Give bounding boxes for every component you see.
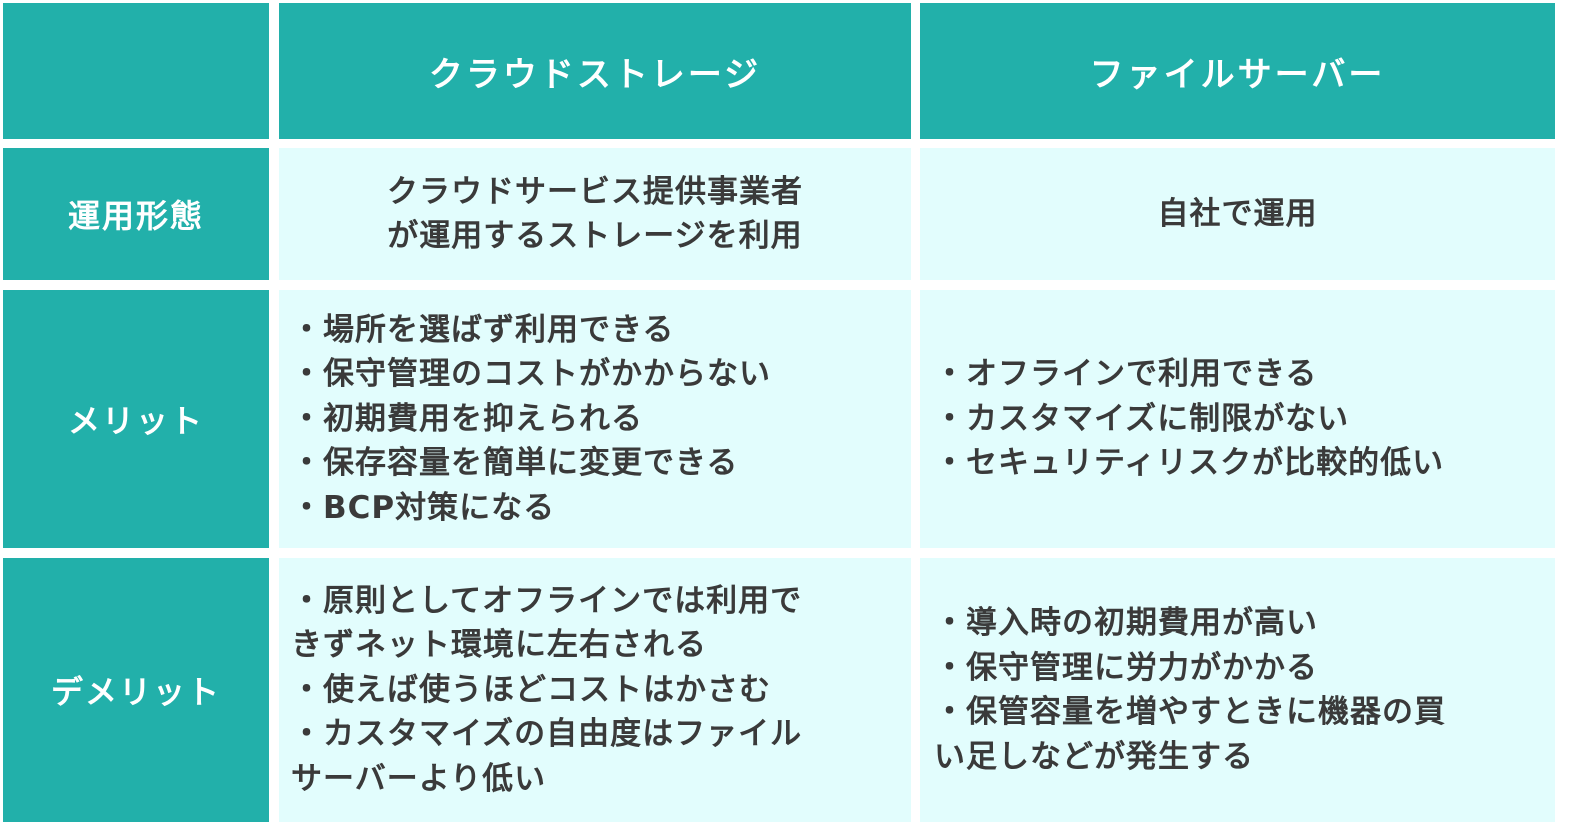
list-item: ・導入時の初期費用が高い	[934, 605, 1318, 641]
list-item: ・保管容量を増やすときに機器の買	[934, 694, 1446, 730]
header-file-server: ファイルサーバー	[920, 3, 1555, 139]
list-item: ・初期費用を抑えられる	[291, 400, 643, 437]
cell-line: 自社で運用	[1157, 196, 1318, 232]
list-item: ・セキュリティリスクが比較的低い	[934, 445, 1445, 482]
list-item: ・保守管理のコストがかからない	[291, 356, 771, 393]
list-item: ・保存容量を簡単に変更できる	[291, 445, 739, 482]
list-item: い足しなどが発生する	[934, 738, 1254, 775]
cell-operation-cloud: クラウドサービス提供事業者 が運用するストレージを利用	[279, 148, 911, 280]
list-item: ・オフラインで利用できる	[934, 356, 1318, 393]
row-label-text: メリット	[67, 402, 204, 440]
row-label-merits: メリット	[3, 290, 269, 548]
header-file-server-label: ファイルサーバー	[1089, 54, 1386, 95]
list-item: ・場所を選ばず利用できる	[291, 311, 675, 348]
list-item: きずネット環境に左右される	[291, 627, 707, 664]
header-cloud-storage: クラウドストレージ	[279, 3, 911, 139]
cell-line: が運用するストレージを利用	[387, 218, 803, 254]
list-item: ・原則としてオフラインでは利用で	[291, 582, 803, 619]
header-cloud-storage-label: クラウドストレージ	[428, 54, 762, 95]
cell-merits-cloud: ・場所を選ばず利用できる ・保守管理のコストがかからない ・初期費用を抑えられる…	[279, 290, 911, 548]
header-corner-cell	[3, 3, 269, 139]
cell-demerits-fileserver: ・導入時の初期費用が高い ・保守管理に労力がかかる ・保管容量を増やすときに機器…	[920, 558, 1555, 822]
cell-demerits-cloud: ・原則としてオフラインでは利用で きずネット環境に左右される ・使えば使うほどコ…	[279, 558, 911, 822]
list-item: ・使えば使うほどコストはかさむ	[291, 671, 771, 708]
cell-operation-fileserver: 自社で運用	[920, 148, 1555, 280]
list-item: ・カスタマイズに制限がない	[934, 400, 1350, 437]
cell-merits-fileserver: ・オフラインで利用できる ・カスタマイズに制限がない ・セキュリティリスクが比較…	[920, 290, 1555, 548]
list-item: サーバーより低い	[291, 760, 547, 797]
row-label-demerits: デメリット	[3, 558, 269, 822]
list-item: ・BCP対策になる	[291, 489, 556, 526]
row-label-text: 運用形態	[67, 197, 204, 235]
list-item: ・保守管理に労力がかかる	[934, 649, 1318, 686]
row-label-operation: 運用形態	[3, 148, 269, 280]
cell-line: クラウドサービス提供事業者	[387, 174, 803, 210]
row-label-text: デメリット	[50, 673, 221, 711]
list-item: ・カスタマイズの自由度はファイル	[291, 716, 803, 753]
